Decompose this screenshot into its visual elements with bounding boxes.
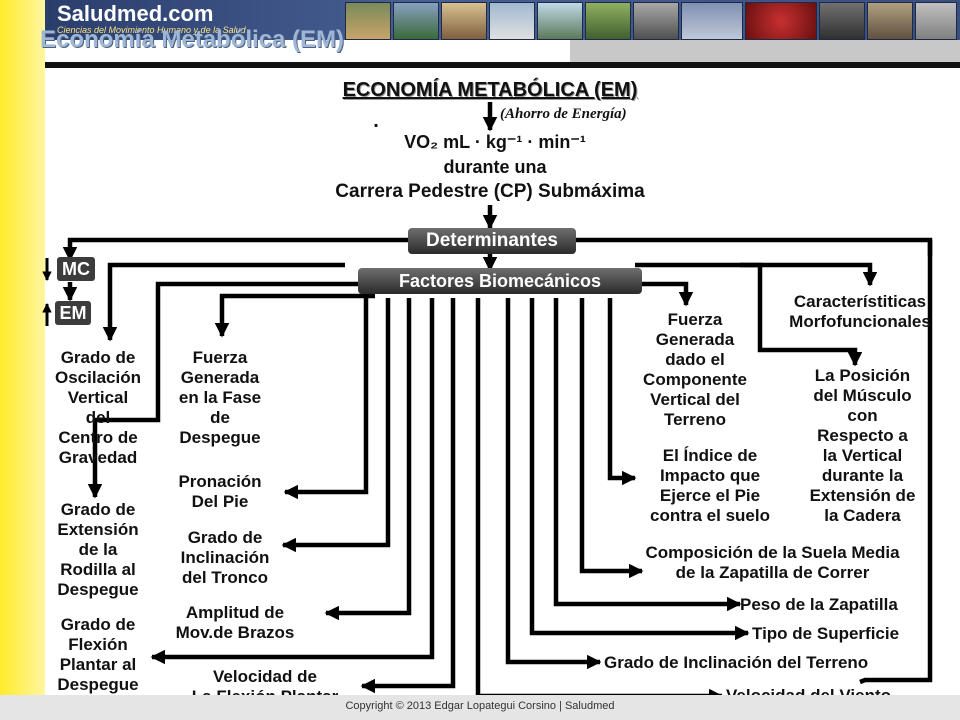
mc-label: MC <box>57 257 95 281</box>
heart-image <box>745 2 817 40</box>
banner-photo <box>585 2 631 40</box>
banner-photo <box>441 2 487 40</box>
determinants-label: Determinantes <box>408 228 576 254</box>
banner-photo <box>633 2 679 40</box>
during-text: durante una <box>443 157 547 177</box>
factor-arm-range: Amplitud de Mov.de Brazos <box>175 603 295 642</box>
diagram-title: ECONOMÍA METABÓLICA (EM) <box>342 79 638 101</box>
title-rule <box>45 40 960 70</box>
factor-midsole-composition: Composición de la Suela Media de la Zapa… <box>645 543 900 582</box>
banner-photo <box>915 2 957 40</box>
banner-photo <box>345 2 391 40</box>
banner-photo <box>819 2 865 40</box>
morphofunctional-title: Característiticas Morfofuncionales <box>789 292 931 331</box>
banner-photo <box>393 2 439 40</box>
footer-bar <box>0 695 960 720</box>
biomech-factors-label: Factores Biomecánicos <box>358 268 642 294</box>
copyright-text: Copyright © 2013 Edgar Lopategui Corsino… <box>345 700 615 712</box>
brand-tagline: Ciencias del Movimiento Humano y de la S… <box>57 25 246 35</box>
factor-oscillation: Grado de Oscilación Vertical del Centro … <box>55 348 141 467</box>
site-banner: Saludmed.com Ciencias del Movimiento Hum… <box>45 0 960 40</box>
title-rule-bar <box>45 62 960 68</box>
factor-muscle-position: La Posición del Músculo con Respecto a l… <box>809 366 916 525</box>
brand-logo[interactable]: Saludmed.com <box>57 1 214 26</box>
factor-trunk-inclination: Grado de Inclinación del Tronco <box>180 528 270 587</box>
factor-shoe-weight: Peso de la Zapatilla <box>740 595 898 614</box>
banner-photo <box>681 2 743 40</box>
factor-takeoff-force: Fuerza Generada en la Fase de Despegue <box>178 348 262 447</box>
title-rule-cap <box>570 40 960 63</box>
factor-knee-extension: Grado de Extensión de la Rodilla al Desp… <box>57 500 139 599</box>
activity-text: Carrera Pedestre (CP) Submáxima <box>335 181 645 202</box>
factor-pronation: Pronación Del Pie <box>178 472 262 511</box>
vo2-label: VO₂ mL · kg⁻¹ · min⁻¹ <box>404 132 586 152</box>
slide-title: Economía Metabólica (EM) <box>40 26 345 53</box>
em-label: EM <box>55 301 91 325</box>
vo2-dot: . <box>373 110 379 132</box>
banner-photo <box>489 2 535 40</box>
factor-surface-type: Tipo de Superficie <box>752 624 900 643</box>
left-accent-bar <box>0 0 45 720</box>
factor-terrain-inclination: Grado de Inclinación del Terreno <box>604 653 869 672</box>
factor-vertical-ground-force: Fuerza Generada dado el Componente Verti… <box>643 310 747 429</box>
diagram-subtitle: (Ahorro de Energía) <box>500 106 627 122</box>
factor-impact-index: El Índice de Impacto que Ejerce el Pie c… <box>650 446 770 525</box>
banner-photo <box>537 2 583 40</box>
factor-plantar-flexion: Grado de Flexión Plantar al Despegue <box>57 615 139 694</box>
banner-photo <box>867 2 913 40</box>
